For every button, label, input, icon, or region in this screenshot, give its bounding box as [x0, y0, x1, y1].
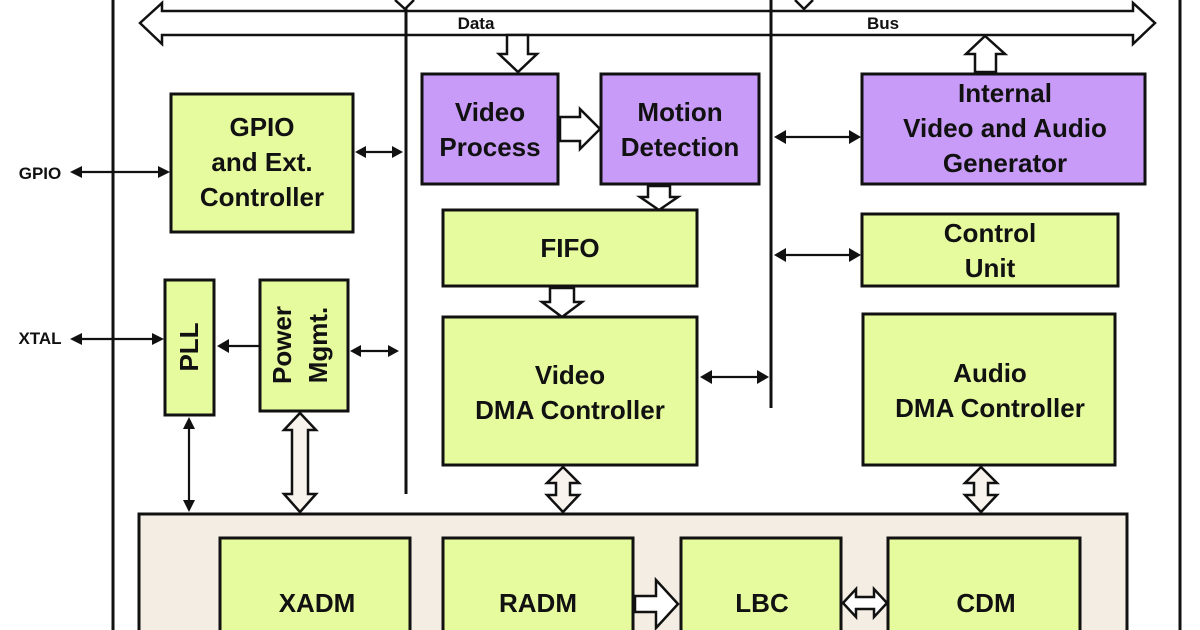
- video-process-label-2: Process: [439, 132, 540, 162]
- radm-label: RADM: [499, 588, 577, 618]
- cdm-block: CDM: [886, 536, 1082, 630]
- audio-dma-to-subsystem-arrow: [961, 465, 1001, 514]
- fifo-to-video-dma-arrow: [538, 286, 586, 319]
- motion-detection-block: Motion Detection: [599, 72, 761, 186]
- xadm-block: XADM: [218, 536, 412, 630]
- video-process-label-1: Video: [455, 97, 525, 127]
- lbc-block: LBC: [679, 536, 843, 630]
- generator-to-bus-side-arrow: [774, 130, 861, 144]
- audio-dma-label-2: DMA Controller: [895, 393, 1085, 423]
- data-bus-label-data: Data: [458, 14, 495, 33]
- radm-block: RADM: [441, 536, 635, 630]
- bus-top-arrow-right: [794, 0, 814, 11]
- cdm-label: CDM: [956, 588, 1015, 618]
- internal-generator-label-3: Generator: [943, 148, 1067, 178]
- video-dma-label-1: Video: [535, 360, 605, 390]
- gpio-controller-label-2: and Ext.: [211, 147, 312, 177]
- power-mgmt-label-1: Power: [267, 306, 297, 384]
- data-bus-label-bus: Bus: [867, 14, 899, 33]
- video-process-block: Video Process: [420, 72, 560, 186]
- pll-to-subsystem-arrow: [183, 417, 195, 512]
- power-mgmt-label-2: Mgmt.: [303, 307, 333, 384]
- video-dma-label-2: DMA Controller: [475, 395, 665, 425]
- internal-generator-block: Internal Video and Audio Generator: [860, 72, 1147, 186]
- motion-detection-label-2: Detection: [621, 132, 739, 162]
- power-to-pll-arrow: [217, 339, 259, 353]
- xadm-label: XADM: [279, 588, 356, 618]
- control-unit-block: Control Unit: [860, 212, 1120, 288]
- audio-dma-label-1: Audio: [953, 358, 1027, 388]
- generator-to-bus-arrow: [962, 34, 1009, 74]
- power-mgmt-block: Power Mgmt.: [258, 278, 350, 413]
- motion-detection-label-1: Motion: [637, 97, 722, 127]
- video-dma-to-bus-arrow: [700, 370, 769, 384]
- xtal-external-label: XTAL: [18, 329, 61, 348]
- internal-generator-label-2: Video and Audio: [903, 113, 1107, 143]
- pll-label: PLL: [174, 322, 204, 371]
- fifo-label: FIFO: [540, 233, 599, 263]
- control-unit-label-1: Control: [944, 218, 1036, 248]
- control-unit-to-bus-arrow: [774, 248, 861, 262]
- xtal-bidirectional-arrow: [70, 333, 164, 345]
- internal-generator-label-1: Internal: [958, 78, 1052, 108]
- gpio-ctrl-to-bus-arrow: [355, 146, 403, 158]
- bus-top-arrow-left: [394, 0, 415, 11]
- data-bus-arrow: [138, 0, 1157, 47]
- gpio-bidirectional-arrow: [70, 166, 170, 178]
- gpio-external-label: GPIO: [19, 164, 62, 183]
- bus-to-video-process-arrow: [495, 33, 541, 74]
- lbc-label: LBC: [735, 588, 789, 618]
- video-dma-to-subsystem-arrow: [543, 465, 583, 514]
- gpio-controller-label-3: Controller: [200, 182, 324, 212]
- motion-to-fifo-arrow: [635, 184, 683, 212]
- power-to-bus-arrow: [350, 345, 399, 357]
- video-process-to-motion-arrow: [558, 105, 602, 153]
- radm-to-lbc-arrow: [633, 576, 680, 630]
- power-to-subsystem-arrow: [281, 411, 319, 514]
- gpio-controller-block: GPIO and Ext. Controller: [169, 92, 355, 234]
- control-unit-label-2: Unit: [965, 253, 1016, 283]
- gpio-controller-label-1: GPIO: [229, 112, 294, 142]
- pll-block: PLL: [163, 278, 216, 417]
- fifo-block: FIFO: [441, 208, 699, 288]
- video-dma-controller-block: Video DMA Controller: [441, 315, 699, 467]
- audio-dma-controller-block: Audio DMA Controller: [861, 312, 1117, 467]
